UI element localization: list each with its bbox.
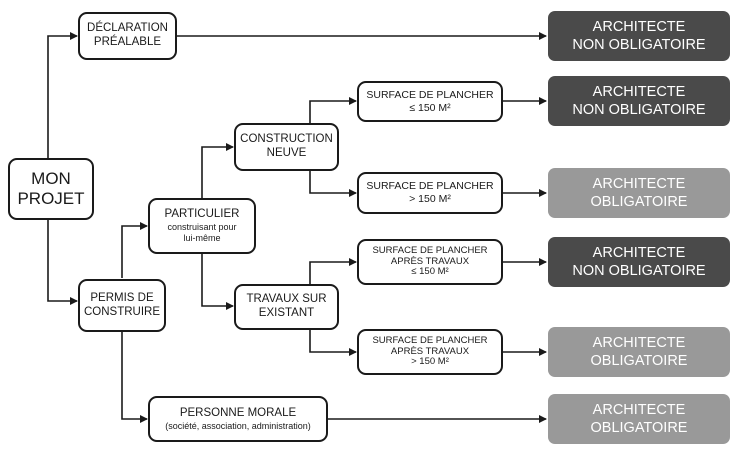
mon-projet-box: MON PROJET	[8, 158, 94, 220]
arrow-projet-permis	[47, 219, 78, 305]
result-construction-gt-150: ARCHITECTE OBLIGATOIRE	[548, 168, 730, 218]
result-travaux-gt-150: ARCHITECTE OBLIGATOIRE	[548, 327, 730, 377]
result-declaration-label: ARCHITECTE NON OBLIGATOIRE	[572, 18, 706, 53]
result-construction-gt-150-label: ARCHITECTE OBLIGATOIRE	[590, 175, 688, 210]
surface-gt-150-label: SURFACE DE PLANCHER > 150 M²	[366, 180, 494, 205]
arrow-permis-particulier	[121, 222, 148, 278]
arrow-construction-le150	[309, 97, 357, 123]
personne-morale-label: PERSONNE MORALE	[179, 406, 297, 419]
arrow-travaux-le150	[309, 258, 357, 284]
travaux-existant-box: TRAVAUX SUR EXISTANT	[234, 284, 339, 330]
surface-travaux-gt-150-box: SURFACE DE PLANCHER APRÈS TRAVAUX > 150 …	[357, 329, 503, 375]
arrow-particulier-travaux	[201, 254, 234, 310]
result-travaux-gt-150-label: ARCHITECTE OBLIGATOIRE	[590, 334, 688, 369]
arrow-construction-gt150	[309, 171, 357, 197]
permis-de-construire-label: PERMIS DE CONSTRUIRE	[83, 291, 161, 318]
result-personne-morale-label: ARCHITECTE OBLIGATOIRE	[590, 401, 688, 436]
result-travaux-le-150: ARCHITECTE NON OBLIGATOIRE	[548, 237, 730, 287]
declaration-prealable-label: DÉCLARATION PRÉALABLE	[87, 22, 168, 48]
mon-projet-label: MON PROJET	[17, 169, 85, 208]
result-travaux-le-150-label: ARCHITECTE NON OBLIGATOIRE	[572, 244, 706, 279]
surface-le-150-label: SURFACE DE PLANCHER ≤ 150 M²	[366, 88, 494, 114]
result-personne-morale: ARCHITECTE OBLIGATOIRE	[548, 394, 730, 444]
personne-morale-box: PERSONNE MORALE (société, association, a…	[148, 396, 328, 442]
personne-morale-sublabel: (société, association, administration)	[165, 420, 311, 431]
surface-le-150-box: SURFACE DE PLANCHER ≤ 150 M²	[357, 81, 503, 122]
particulier-sublabel: construisant pour lui-même	[167, 222, 237, 243]
result-construction-le-150: ARCHITECTE NON OBLIGATOIRE	[548, 76, 730, 126]
declaration-prealable-box: DÉCLARATION PRÉALABLE	[78, 12, 177, 60]
surface-travaux-le-150-label: SURFACE DE PLANCHER APRÈS TRAVAUX ≤ 150 …	[372, 244, 488, 278]
travaux-existant-label: TRAVAUX SUR EXISTANT	[246, 293, 327, 319]
arrow-particulier-construction	[201, 143, 234, 198]
arrow-permis-morale	[121, 332, 148, 423]
surface-travaux-gt-150-label: SURFACE DE PLANCHER APRÈS TRAVAUX > 150 …	[372, 334, 488, 368]
construction-neuve-label: CONSTRUCTION NEUVE	[240, 133, 333, 159]
permis-de-construire-box: PERMIS DE CONSTRUIRE	[78, 279, 166, 332]
construction-neuve-box: CONSTRUCTION NEUVE	[234, 123, 339, 171]
surface-gt-150-box: SURFACE DE PLANCHER > 150 M²	[357, 172, 503, 214]
particulier-box: PARTICULIER construisant pour lui-même	[148, 198, 256, 254]
particulier-label: PARTICULIER	[164, 208, 240, 221]
result-construction-le-150-label: ARCHITECTE NON OBLIGATOIRE	[572, 83, 706, 118]
arrow-projet-declaration	[47, 32, 78, 158]
surface-travaux-le-150-box: SURFACE DE PLANCHER APRÈS TRAVAUX ≤ 150 …	[357, 239, 503, 285]
result-declaration: ARCHITECTE NON OBLIGATOIRE	[548, 11, 730, 61]
arrow-travaux-gt150	[309, 330, 357, 356]
